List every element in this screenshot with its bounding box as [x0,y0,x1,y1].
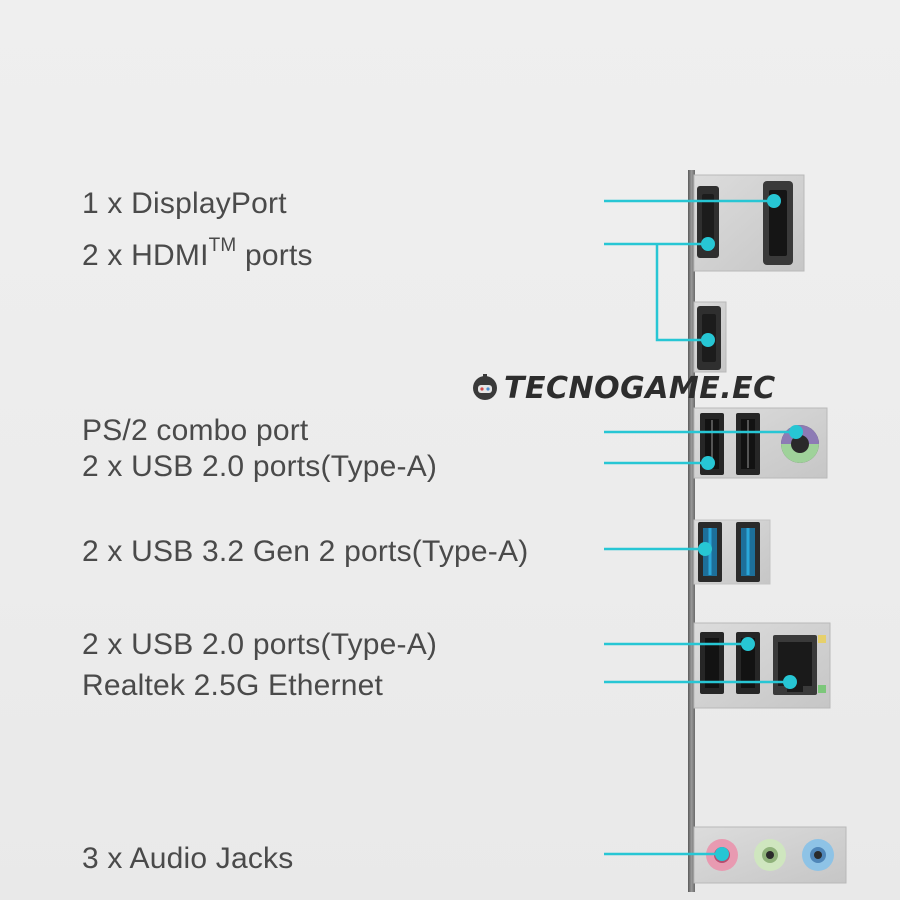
leader-lines [604,199,795,856]
label-usb20-bottom: 2 x USB 2.0 ports(Type-A) [82,628,438,661]
dot-usb20-bottom [741,637,755,651]
usb20-port-c [700,632,724,694]
dot-ps2 [789,425,803,439]
dot-ethernet [783,675,797,689]
leader-hdmi-bottom [655,244,707,342]
label-usb32: 2 x USB 3.2 Gen 2 ports(Type-A) [82,535,529,568]
label-displayport: 1 x DisplayPort [82,187,287,220]
watermark: TECNOGAME.EC [472,368,776,408]
dot-usb20-top [701,456,715,470]
audio-jack-blue [802,839,834,871]
label-usb20-top: 2 x USB 2.0 ports(Type-A) [82,450,438,483]
dot-displayport [767,194,781,208]
label-hdmi-suffix: ports [236,239,313,272]
label-hdmi-prefix: 2 x HDMI [82,239,209,272]
label-hdmi-tm: TM [208,235,237,256]
usb32-port-b [736,522,760,582]
dot-hdmi-top [701,237,715,251]
usb32-block [693,519,771,585]
dot-audio [715,847,729,861]
dot-hdmi-bottom [701,333,715,347]
label-audio: 3 x Audio Jacks [82,842,294,875]
label-ps2: PS/2 combo port [82,414,309,447]
leader-dots [698,194,803,861]
usb20-port-b [736,413,760,475]
io-bracket [688,170,695,892]
dot-usb32 [698,542,712,556]
audio-jack-green [754,839,786,871]
displayport-port [763,181,793,265]
gamepad-icon [473,374,497,400]
label-ethernet: Realtek 2.5G Ethernet [82,669,384,702]
watermark-text: TECNOGAME.EC [504,370,776,406]
usb-ethernet-block [693,622,831,709]
ps2-usb-block [693,407,828,479]
label-hdmi: 2 x HDMITM ports [82,231,313,274]
